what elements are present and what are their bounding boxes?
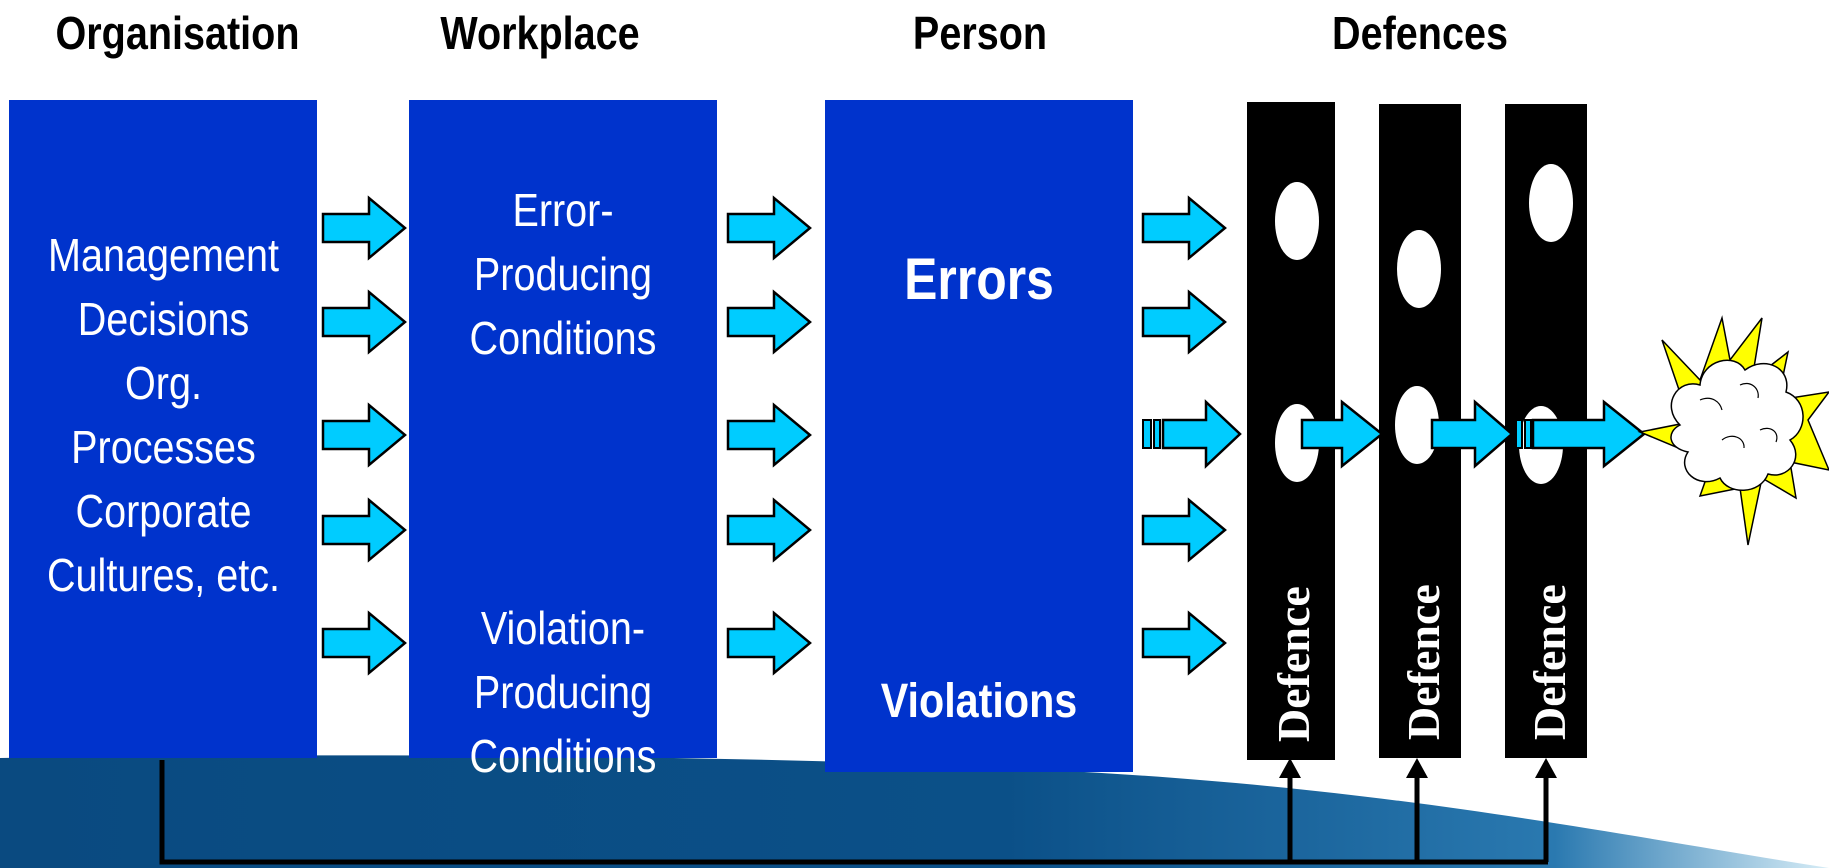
explosion-icon — [1637, 315, 1829, 546]
error-conditions-line: Conditions — [469, 312, 657, 364]
accident-trajectory-arrow — [1142, 399, 1647, 469]
arrow-right-icon — [726, 498, 812, 562]
violation-conditions-line: Producing — [473, 666, 653, 718]
arrow-up-icon — [1279, 758, 1557, 778]
violation-conditions-line: Violation- — [480, 602, 646, 654]
error-conditions-line: Producing — [473, 248, 653, 300]
arrow-right-icon — [321, 290, 407, 354]
barrier-hole — [1397, 230, 1441, 308]
barrier-hole — [1529, 164, 1573, 242]
arrow-right-icon — [321, 403, 407, 467]
header-workplace: Workplace — [440, 7, 640, 59]
arrow-right-icon — [726, 403, 812, 467]
defence-barrier-2: Defence — [1379, 104, 1461, 758]
violations-label: Violations — [880, 675, 1078, 728]
organisation-line: Corporate — [75, 485, 251, 537]
arrow-right-icon — [1141, 290, 1227, 354]
arrow-right-icon — [726, 290, 812, 354]
feedback-line — [159, 760, 1549, 865]
arrow-right-icon — [321, 611, 407, 675]
arrow-right-icon — [1141, 498, 1227, 562]
violation-conditions-line: Conditions — [469, 730, 657, 782]
header-organisation: Organisation — [55, 7, 300, 59]
header-defences: Defences — [1332, 7, 1508, 59]
organisation-line: Cultures, etc. — [46, 549, 280, 601]
organisation-line: Org. — [124, 357, 202, 409]
arrow-right-icon — [321, 196, 407, 260]
error-conditions-line: Error- — [512, 184, 614, 236]
arrow-right-icon — [726, 611, 812, 675]
organisation-box: Management Decisions Org. Processes Corp… — [9, 100, 317, 758]
workplace-box: Error- Producing Conditions Violation- P… — [409, 100, 717, 782]
organisation-line: Decisions — [77, 293, 249, 345]
arrow-right-icon — [726, 196, 812, 260]
organisation-line: Management — [47, 229, 279, 281]
arrow-right-icon — [1141, 611, 1227, 675]
errors-label: Errors — [904, 247, 1054, 312]
arrow-right-icon — [1141, 196, 1227, 260]
person-box: Errors Violations — [825, 100, 1133, 772]
organisation-line: Processes — [70, 421, 256, 473]
arrow-right-icon — [321, 498, 407, 562]
barrier-hole — [1275, 182, 1319, 260]
header-person: Person — [912, 7, 1048, 59]
